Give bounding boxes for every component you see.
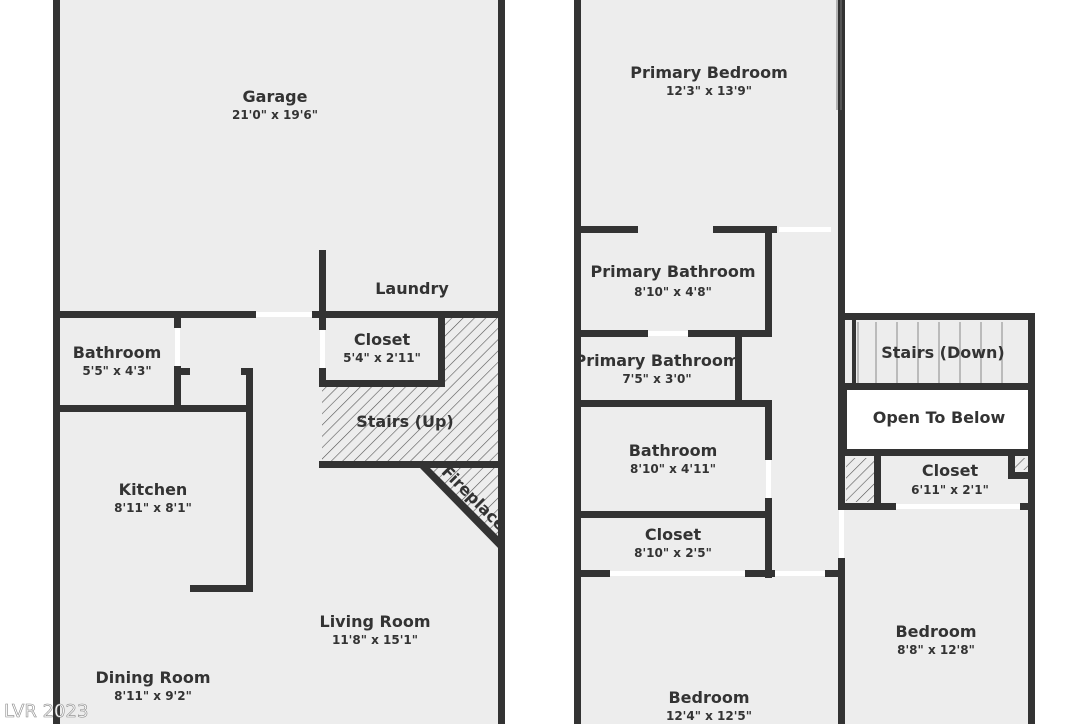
room-living-room-dims: 11'8" x 15'1" (332, 633, 418, 647)
room-primary-bathroom-2-dims: 7'5" x 3'0" (622, 372, 691, 386)
room-dining-room-name: Dining Room (95, 668, 210, 687)
room-kitchen: Kitchen 8'11" x 8'1" (114, 480, 192, 515)
room-stairs-up-name: Stairs (Up) (356, 412, 454, 431)
stairs-down-treads (857, 322, 1003, 384)
floor-1-area (56, 0, 502, 724)
room-garage-name: Garage (243, 87, 308, 106)
room-garage: Garage 21'0" x 19'6" (232, 87, 318, 122)
room-closet-left-dims: 8'10" x 2'5" (634, 546, 712, 560)
room-closet-left: Closet 8'10" x 2'5" (634, 525, 712, 560)
floor-2: Primary Bedroom 12'3" x 13'9" Primary Ba… (574, 0, 1035, 724)
room-closet-right-dims: 6'11" x 2'1" (911, 483, 989, 497)
room-bedroom-right-dims: 8'8" x 12'8" (897, 643, 975, 657)
room-bathroom-dims: 5'5" x 4'3" (82, 364, 151, 378)
room-garage-dims: 21'0" x 19'6" (232, 108, 318, 122)
hatch-small-right (1015, 458, 1028, 470)
room-stairs-down-name: Stairs (Down) (881, 343, 1005, 362)
primary-bedroom-window (836, 0, 842, 110)
room-primary-bathroom-2-name: Primary Bathroom (574, 351, 739, 370)
room-bathroom-name: Bathroom (73, 343, 162, 362)
room-living-room-name: Living Room (320, 612, 431, 631)
room-bathroom-upper-name: Bathroom (629, 441, 718, 460)
floor-1-doors (175, 312, 325, 368)
room-primary-bedroom-name: Primary Bedroom (630, 63, 788, 82)
floor-1-walls (53, 0, 505, 724)
floor-2-doors (610, 227, 1020, 576)
room-bedroom-bottom-dims: 12'4" x 12'5" (666, 709, 752, 723)
room-primary-bathroom-1: Primary Bathroom 8'10" x 4'8" (590, 262, 755, 299)
room-laundry-name: Laundry (375, 279, 449, 298)
room-closet: Closet 5'4" x 2'11" (343, 330, 421, 365)
room-dining-room-dims: 8'11" x 9'2" (114, 689, 192, 703)
floor-2-area (578, 0, 1032, 724)
room-bedroom-bottom-name: Bedroom (668, 688, 749, 707)
room-kitchen-dims: 8'11" x 8'1" (114, 501, 192, 515)
floor-1: Garage 21'0" x 19'6" Laundry Bathroom 5'… (53, 0, 510, 724)
room-stairs-down: Stairs (Down) (881, 343, 1005, 362)
room-primary-bedroom: Primary Bedroom 12'3" x 13'9" (630, 63, 788, 98)
room-primary-bathroom-2: Primary Bathroom 7'5" x 3'0" (574, 351, 739, 386)
room-primary-bathroom-1-name: Primary Bathroom (590, 262, 755, 281)
room-laundry: Laundry (375, 279, 449, 298)
room-living-room: Living Room 11'8" x 15'1" (320, 612, 431, 647)
floor-2-walls (574, 0, 1035, 724)
room-kitchen-name: Kitchen (119, 480, 188, 499)
room-closet-dims: 5'4" x 2'11" (343, 351, 421, 365)
room-stairs-up: Stairs (Up) (356, 412, 454, 431)
room-dining-room: Dining Room 8'11" x 9'2" (95, 668, 210, 703)
room-bathroom: Bathroom 5'5" x 4'3" (73, 343, 162, 378)
room-closet-right: Closet 6'11" x 2'1" (911, 461, 989, 497)
room-closet-right-name: Closet (922, 461, 979, 480)
room-closet-left-name: Closet (645, 525, 702, 544)
room-open-to-below: Open To Below (873, 408, 1006, 427)
room-open-to-below-name: Open To Below (873, 408, 1006, 427)
room-bedroom-bottom: Bedroom 12'4" x 12'5" (666, 688, 752, 723)
room-primary-bedroom-dims: 12'3" x 13'9" (666, 84, 752, 98)
watermark: LVR 2023 (4, 701, 88, 722)
room-primary-bathroom-1-dims: 8'10" x 4'8" (634, 285, 712, 299)
hatch-small-left (846, 458, 874, 502)
open-to-below-area (846, 389, 1028, 449)
room-bedroom-right: Bedroom 8'8" x 12'8" (895, 622, 976, 657)
room-bedroom-right-name: Bedroom (895, 622, 976, 641)
room-bathroom-upper-dims: 8'10" x 4'11" (630, 462, 716, 476)
room-closet-name: Closet (354, 330, 411, 349)
room-bathroom-upper: Bathroom 8'10" x 4'11" (629, 441, 718, 476)
stairs-up-hatch (322, 318, 498, 464)
